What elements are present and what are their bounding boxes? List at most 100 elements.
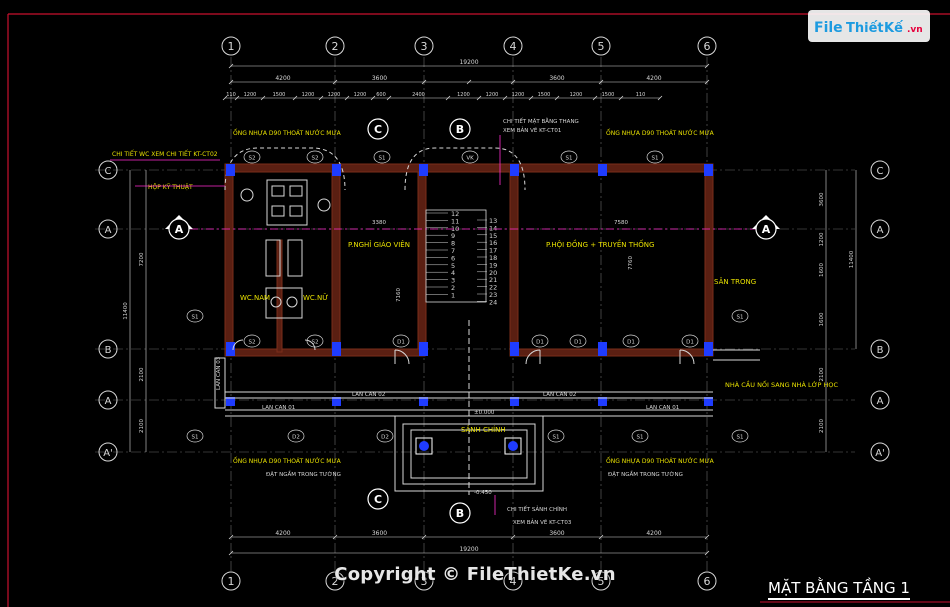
dim-detail-top-value: 1200 [570,92,583,98]
grid-bubble-row-A2-right [870,442,890,462]
doors [232,339,695,365]
stair-step-number: 11 [451,217,459,225]
stair-step-number: 9 [451,232,455,240]
window-tag-label: S1 [637,435,644,441]
stair-step-number: 14 [489,224,497,232]
dim-left-inner-value: 2100 [139,367,145,381]
window-tag-label: S1 [652,156,659,162]
dim-detail-top-tick [445,95,451,101]
stair-step-number: 1 [451,291,455,299]
label-pipe-bottom-right: ỐNG NHỰA D90 THOÁT NƯỚC MƯA [606,457,715,465]
dim-main-top-value: 3600 [549,75,564,82]
window-tag [547,429,565,443]
grid-label-col-6: 6 [704,40,711,53]
section-marker-label: B [456,123,464,136]
dim-detail-top-tick [554,95,560,101]
window-tag-label: S1 [737,435,744,441]
dim-right-inner-value: 2100 [819,367,825,381]
label-railing-2b: LAN CAN 02 [543,392,576,398]
grid-bubble-col-1-top [221,36,241,56]
label-dim-7160: 7160 [396,288,402,302]
label-council-room: P.HỘI ĐỒNG + TRUYỀN THỐNG [546,239,654,249]
label-bridge: NHÀ CẦU NỐI SANG NHÀ LỚP HỌC [725,379,839,389]
dim-main-top-tick [332,79,338,85]
dim-main-top-tick [466,79,472,85]
dim-detail-top-tick [502,95,508,101]
label-railing-2a: LAN CAN 02 [352,392,385,398]
grid-bubble-row-A-left [98,390,118,410]
dim-detail-top-tick [260,95,266,101]
stair-step-number: 10 [451,225,459,233]
label-embed-left: ĐẶT NGẦM TRONG TƯỜNG [266,470,341,478]
window-tag [376,429,394,443]
dim-main-bottom-value: 4200 [646,530,661,537]
stair-step-number: 7 [451,247,455,255]
label-stair-detail-1: CHI TIẾT MẶT BẰNG THANG [503,117,579,125]
window-tag-label: D1 [397,340,405,346]
section-marker-label: C [374,123,382,136]
label-teachers-room: P.NGHỈ GIÁO VIÊN [348,240,410,249]
grid-label-col-6: 6 [704,575,711,588]
section-marker-C [367,488,389,510]
grid-label-row-A2: A' [875,448,885,459]
dim-total-bottom-value: 19200 [459,546,478,553]
window-tag [243,334,261,348]
stair-step-number: 4 [451,269,455,277]
stair-step-number: 22 [489,284,497,292]
corridor-railings [214,320,760,495]
window-tag [646,150,664,164]
dim-main-top-tick [704,79,710,85]
dim-main-top-tick [421,79,427,85]
grid-bubble-col-3-bottom [414,571,434,591]
grid-bubble-row-A-right [870,219,890,239]
label-yard: SÂN TRONG [714,277,756,286]
grid-label-col-5: 5 [598,575,605,588]
stair-step-number: 24 [489,298,497,306]
dim-main-top-tick [598,79,604,85]
stair-step-number: 17 [489,247,497,255]
grid-bubble-col-2-bottom [325,571,345,591]
window-tag [186,429,204,443]
label-wc-detail: CHI TIẾT WC XEM CHI TIẾT KT-CT02 [112,150,218,158]
dim-detail-top-tick [222,95,228,101]
window-tag [569,334,587,348]
section-marker-label: B [456,507,464,520]
logo-text-file: File [814,20,843,36]
grid-label-col-1: 1 [228,40,235,53]
dim-detail-top-tick [318,95,324,101]
window-tag-label: D1 [574,340,582,346]
dim-detail-top-value: 1200 [512,92,525,98]
stair-step-number: 18 [489,254,497,262]
window-tag-label: VK [466,156,474,162]
dim-detail-top-tick [344,95,350,101]
dim-detail-top-value: 1200 [354,92,367,98]
stair-step-number: 13 [489,217,497,225]
grid-bubble-row-C-right [870,160,890,180]
dim-detail-top-tick [618,95,624,101]
section-marker-B [449,118,471,140]
grid-bubble-col-4-bottom [503,571,523,591]
grid-bubble-col-3-top [414,36,434,56]
window-tag [186,309,204,323]
label-wc-male: WC.NAM [240,294,270,302]
stair-step-number: 21 [489,276,497,284]
label-railing-3: LAN CAN 03 [216,356,222,390]
dim-main-top-tick [228,79,234,85]
stair-step-number: 20 [489,269,497,277]
grid-label-row-A: A [105,225,112,236]
stair-outline [425,209,487,303]
label-lobby-detail-2: XEM BẢN VẼ KT-CT03 [513,518,572,526]
window-tag-label: S2 [312,340,319,346]
window-tag [392,334,410,348]
grid-bubble-col-4-top [503,36,523,56]
label-pipe-top-left: ỐNG NHỰA D90 THOÁT NƯỚC MƯA [233,129,342,137]
grid-bubble-col-2-top [325,36,345,56]
label-pipe-top-right: ỐNG NHỰA D90 THOÁT NƯỚC MƯA [606,129,715,137]
window-tag [306,334,324,348]
stair-step-number: 23 [489,291,497,299]
window-tag-label: D1 [627,340,635,346]
window-tag [731,309,749,323]
